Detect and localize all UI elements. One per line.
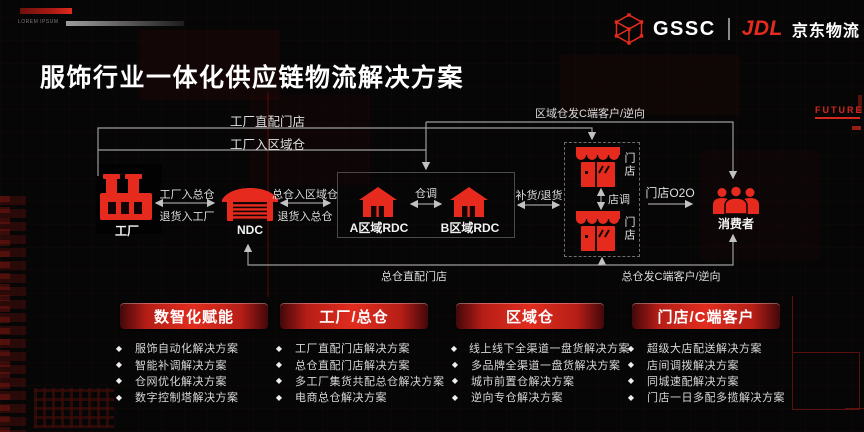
deco-future-underline: [815, 117, 860, 119]
rdc-b-icon: [450, 187, 488, 217]
jd-logistics-text: 京东物流: [791, 23, 860, 40]
flow-factory-direct-store: 工厂直配门店: [230, 115, 306, 129]
future-label: FUTURE: [815, 105, 864, 115]
solution-item: ◆门店一日多配多揽解决方案: [627, 392, 785, 405]
column-title: 区域仓: [505, 308, 554, 326]
solution-item: ◆智能补调解决方案: [115, 359, 227, 372]
diamond-bullet: ◆: [115, 376, 123, 386]
solution-list: ◆线上线下全渠道一盘货解决方案 ◆多品牌全渠道一盘货解决方案 ◆城市前置仓解决方…: [448, 340, 630, 406]
consumers-icon: [713, 186, 759, 214]
solution-column-digital: 数智化赋能 ◆服饰自动化解决方案 ◆智能补调解决方案 ◆仓网优化解决方案 ◆数字…: [112, 303, 294, 406]
diamond-bullet: ◆: [115, 343, 123, 353]
solution-item: ◆数字控制塔解决方案: [115, 392, 239, 405]
diamond-bullet: ◆: [275, 343, 283, 353]
solution-column-regional: 区域仓 ◆线上线下全渠道一盘货解决方案 ◆多品牌全渠道一盘货解决方案 ◆城市前置…: [448, 303, 630, 406]
corner-text: LOREM IPSUM: [18, 19, 59, 25]
solution-item: ◆超级大店配送解决方案: [627, 343, 762, 356]
store-top-label: 门店: [623, 152, 635, 178]
column-title: 工厂/总仓: [319, 308, 389, 326]
column-header-bar: 数智化赋能: [120, 303, 268, 329]
column-header-bar: 区域仓: [456, 303, 604, 329]
flow-replenish-return: 补货/退货: [515, 190, 563, 202]
diamond-bullet: ◆: [275, 360, 283, 370]
column-title: 门店/C端客户: [657, 308, 755, 326]
diamond-bullet: ◆: [627, 360, 635, 370]
ndc-label: NDC: [237, 223, 263, 237]
rdc-a-icon: [359, 187, 397, 217]
flow-regional-to-c: 区域仓发C端客户/逆向: [535, 108, 645, 120]
solution-column-store-c: 门店/C端客户 ◆超级大店配送解决方案 ◆店间调拨解决方案 ◆同城速配解决方案 …: [624, 303, 806, 406]
solution-item: ◆工厂直配门店解决方案: [275, 343, 410, 356]
solution-item: ◆店间调拨解决方案: [627, 359, 739, 372]
flow-main-to-regional: 总仓入区域仓: [272, 189, 338, 201]
store-bottom-icon: [576, 211, 620, 251]
solution-list: ◆服饰自动化解决方案 ◆智能补调解决方案 ◆仓网优化解决方案 ◆数字控制塔解决方…: [112, 340, 294, 406]
factory-icon: [100, 174, 152, 220]
column-header-bar: 门店/C端客户: [632, 303, 780, 329]
deco-gray-bar: [66, 21, 184, 26]
solution-list: ◆工厂直配门店解决方案 ◆总仓直配门店解决方案 ◆多工厂集货共配总仓解决方案 ◆…: [272, 340, 454, 406]
factory-label: 工厂: [114, 224, 140, 238]
column-title: 数智化赋能: [153, 308, 234, 326]
flow-factory-to-regional: 工厂入区域仓: [230, 138, 306, 152]
ndc-warehouse-icon: [222, 188, 278, 221]
gssc-cube-icon: [614, 13, 644, 45]
logo-divider: [727, 18, 730, 40]
solution-item: ◆服饰自动化解决方案: [115, 343, 239, 356]
diamond-bullet: ◆: [451, 392, 459, 402]
flow-store-o2o: 门店O2O: [645, 186, 695, 200]
store-group-box: [564, 142, 640, 257]
column-header-bar: 工厂/总仓: [280, 303, 428, 329]
flow-main-direct-store: 总仓直配门店: [381, 271, 447, 283]
page-title: 服饰行业一体化供应链物流解决方案: [40, 64, 465, 92]
rdc-a-label: A区域RDC: [349, 221, 409, 235]
rdc-b-label: B区域RDC: [440, 221, 500, 235]
diamond-bullet: ◆: [275, 376, 283, 386]
solution-item: ◆多品牌全渠道一盘货解决方案: [451, 359, 621, 372]
diamond-bullet: ◆: [627, 376, 635, 386]
solution-item: ◆仓网优化解决方案: [115, 375, 227, 388]
flow-return-to-factory: 退货入工厂: [159, 211, 215, 223]
diamond-bullet: ◆: [450, 343, 458, 353]
solution-list: ◆超级大店配送解决方案 ◆店间调拨解决方案 ◆同城速配解决方案 ◆门店一日多配多…: [624, 340, 806, 406]
solution-item: ◆逆向专仓解决方案: [451, 392, 563, 405]
flow-warehouse-transfer: 仓调: [415, 188, 437, 200]
store-bottom-label: 门店: [623, 216, 635, 242]
store-top-icon: [576, 147, 620, 187]
solution-item: ◆电商总仓解决方案: [275, 392, 387, 405]
diamond-bullet: ◆: [451, 360, 459, 370]
diamond-bullet: ◆: [451, 376, 459, 386]
rdc-group-box: [337, 172, 515, 238]
diamond-bullet: ◆: [115, 360, 123, 370]
diamond-bullet: ◆: [115, 392, 123, 402]
jdl-logo-text: JDL: [741, 17, 783, 40]
solution-item: ◆城市前置仓解决方案: [451, 375, 575, 388]
deco-red-bar: [20, 8, 72, 14]
flow-factory-to-main: 工厂入总仓: [159, 189, 215, 201]
flow-return-to-main: 退货入总仓: [277, 211, 333, 223]
solution-item: ◆多工厂集货共配总仓解决方案: [275, 375, 445, 388]
flow-store-transfer: 店调: [608, 194, 630, 206]
solution-item: ◆总仓直配门店解决方案: [275, 359, 410, 372]
flow-main-to-c: 总仓发C端客户/逆向: [621, 271, 721, 283]
diamond-bullet: ◆: [627, 392, 635, 402]
solution-column-factory-main: 工厂/总仓 ◆工厂直配门店解决方案 ◆总仓直配门店解决方案 ◆多工厂集货共配总仓…: [272, 303, 454, 406]
gssc-logo-text: GSSC: [653, 17, 716, 40]
solution-item: ◆同城速配解决方案: [627, 375, 739, 388]
diamond-bullet: ◆: [275, 392, 283, 402]
consumer-label: 消费者: [717, 217, 755, 231]
diamond-bullet: ◆: [627, 343, 635, 353]
brand-area: GSSC JDL 京东物流: [614, 11, 860, 47]
solution-item: ◆线上线下全渠道一盘货解决方案: [450, 343, 630, 356]
